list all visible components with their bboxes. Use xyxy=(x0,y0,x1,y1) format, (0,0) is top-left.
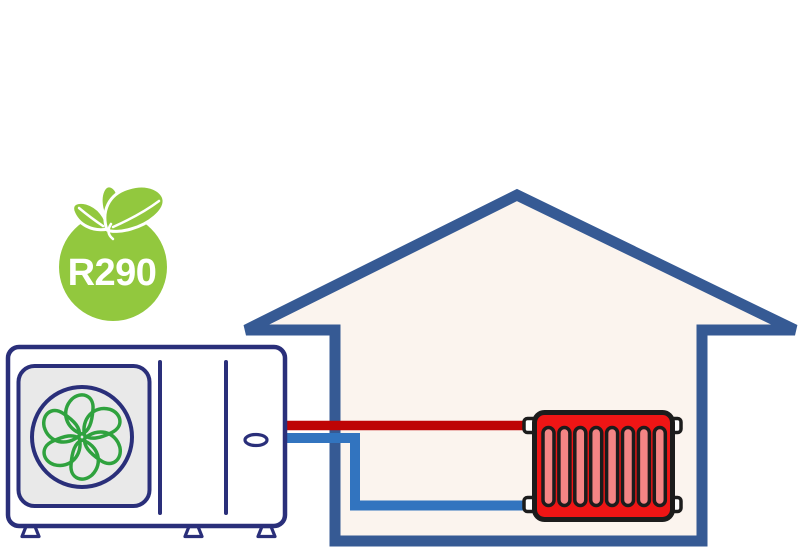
leaf-right xyxy=(103,184,166,233)
refrigerant-badge: R290 xyxy=(59,184,167,321)
leaf-icon xyxy=(71,184,166,241)
leaf-stem xyxy=(107,222,115,241)
cold-return-pipe xyxy=(278,433,531,511)
radiator-bar xyxy=(636,425,652,508)
radiator-bar xyxy=(604,425,620,508)
fan-ring xyxy=(30,385,134,489)
radiator-bar xyxy=(573,425,588,508)
radiator-bar xyxy=(588,425,604,508)
radiator xyxy=(522,410,683,522)
unit-handle xyxy=(243,432,269,448)
badge-label: R290 xyxy=(68,252,157,294)
fan-icon xyxy=(30,385,134,489)
radiator-bar xyxy=(541,425,556,508)
house xyxy=(243,188,798,547)
pipes xyxy=(278,420,531,511)
radiator-bar xyxy=(557,425,572,508)
radiator-bars xyxy=(541,425,668,508)
house-outline-shape xyxy=(243,188,798,547)
heat-pump-outdoor-unit xyxy=(5,344,288,539)
radiator-bar xyxy=(620,425,636,508)
radiator-bar xyxy=(652,425,668,508)
leaf-vein-left xyxy=(77,206,105,228)
leaf-vein-right xyxy=(111,199,161,229)
badge-circle xyxy=(59,213,167,321)
